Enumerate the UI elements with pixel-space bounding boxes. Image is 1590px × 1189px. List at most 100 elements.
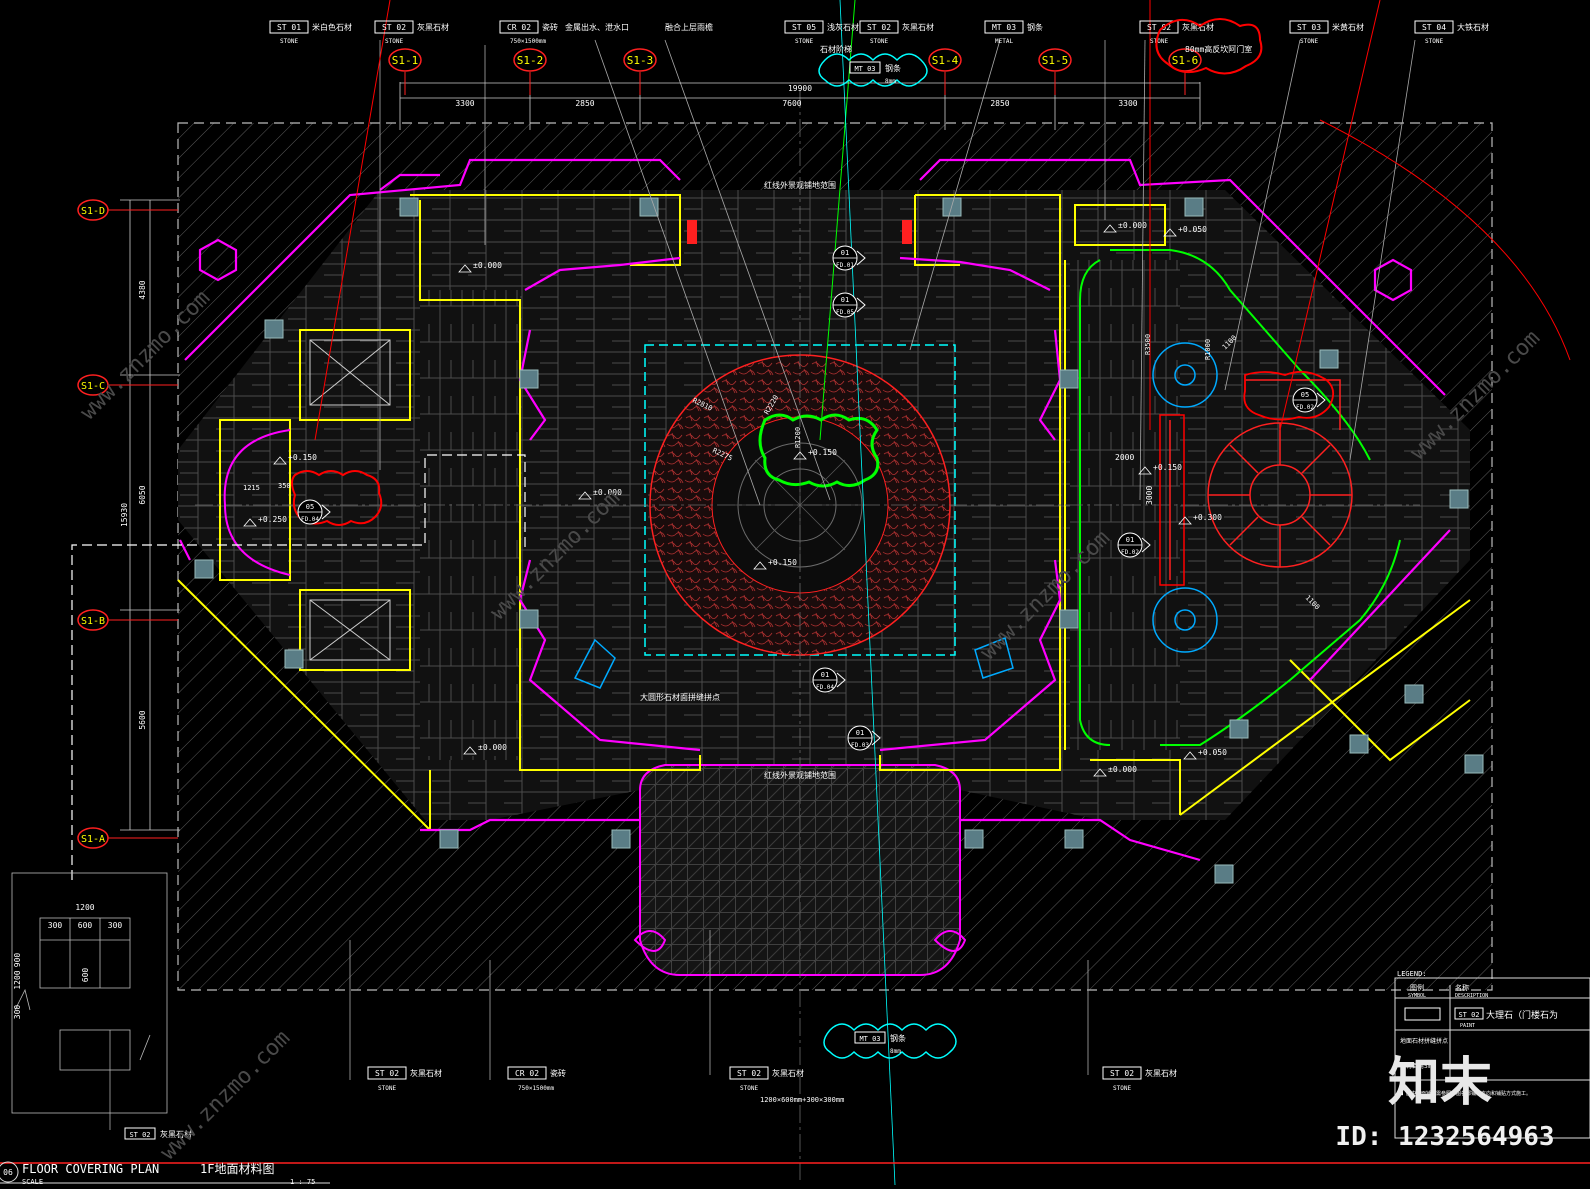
inset-dimension: 900	[13, 953, 22, 968]
level-marker	[1093, 768, 1107, 777]
grid-row-label-s1-d: S1-D	[81, 206, 105, 217]
title-en: FLOOR COVERING PLAN	[22, 1162, 159, 1176]
red-markers	[687, 220, 912, 244]
level-marker	[1183, 751, 1197, 760]
stair-cloud	[1243, 370, 1335, 421]
label-dim-1215: 1215	[243, 484, 260, 492]
level-marker	[1138, 466, 1152, 475]
furniture-outlines	[573, 636, 1014, 689]
grid-row-bubble	[77, 827, 109, 849]
left-dimension	[120, 199, 180, 831]
title-scale-label: SCALE	[22, 1178, 43, 1185]
bottom-callout-sub: STONE	[740, 1085, 758, 1092]
callout-text: 灰黑石材	[417, 22, 449, 32]
level-value: ±0.000	[478, 743, 507, 752]
level-marker	[273, 456, 287, 465]
bottom-callout-code: ST 02	[1110, 1069, 1134, 1078]
callout-code-box	[784, 20, 824, 34]
grid-row-bubble	[77, 374, 109, 396]
top-note-cloud	[818, 53, 928, 87]
label-red-line-bottom: 红线外景观铺地范围	[764, 770, 836, 780]
title-index-circle	[0, 1161, 19, 1183]
level-marker	[1178, 516, 1192, 525]
inset-dimension: 300	[48, 921, 63, 930]
legend-title: LEGEND:	[1397, 970, 1427, 978]
elevator-lower	[309, 599, 391, 661]
callout-sub: STONE	[795, 38, 813, 45]
inset-dimension: 300	[13, 1005, 22, 1020]
bottom-callout-code: CR 02	[515, 1069, 539, 1078]
callout-sub: STONE	[1300, 38, 1318, 45]
label-r-stair: R1000	[1204, 339, 1212, 360]
callout-text: 灰黑石材	[902, 22, 934, 32]
exterior-walls	[179, 158, 1451, 862]
top-right-note: 80mm高反坎阿门室	[1185, 44, 1252, 54]
left-cloud	[291, 470, 383, 526]
grid-col-bubble	[388, 48, 422, 72]
section-mark-ref: FD.05	[836, 309, 854, 316]
title-index: 06	[3, 1168, 13, 1177]
left-round-room	[223, 429, 291, 576]
label-dim-350: 350	[278, 482, 291, 490]
callout-code-box	[984, 20, 1024, 34]
section-mark-arrow	[871, 730, 881, 746]
callout-sub: STONE	[385, 38, 403, 45]
grid-row-label-s1-c: S1-C	[81, 381, 105, 392]
red-leader-2	[1279, 0, 1381, 431]
bottom-note-code-box	[854, 1031, 886, 1044]
section-mark-ref: FD.02	[1121, 549, 1139, 556]
bottom-callout-code-box	[507, 1066, 547, 1080]
bottom-callout-sub: STONE	[1113, 1085, 1131, 1092]
callout-text: 瓷砖	[542, 22, 558, 32]
section-mark-number: 01	[841, 296, 849, 304]
section-mark-ref: FD.04	[301, 516, 319, 523]
legend-col2: 名称	[1455, 983, 1469, 992]
label-radius-4: R1200	[794, 427, 802, 448]
legend-col2-sub: DESCRIPTION	[1455, 993, 1488, 999]
top-note-sub: 8mm	[885, 78, 896, 85]
title-cn: 1F地面材料图	[200, 1162, 274, 1176]
level-value: +0.150	[1153, 463, 1182, 472]
callout-sub: METAL	[995, 38, 1013, 45]
green-leader	[819, 0, 856, 441]
inset-dimension: 1200	[75, 903, 94, 912]
callout-code: ST 02	[867, 23, 891, 32]
spiral-stair	[1169, 379, 1353, 580]
round-column-lower	[1152, 587, 1218, 653]
level-marker	[753, 561, 767, 570]
callout-text: 融合上层雨檐	[665, 22, 713, 32]
grid-col-label-s1-5: S1-5	[1042, 54, 1069, 67]
level-value: ±0.000	[1108, 765, 1137, 774]
bottom-callout-sub: 750×1500mm	[518, 1085, 555, 1092]
label-dim-2000: 2000	[1115, 453, 1134, 462]
legend-row-code: ST 02	[1458, 1011, 1479, 1019]
callout-code: ST 02	[1147, 23, 1171, 32]
legend-row-text: 大理石（门楼石为	[1486, 1009, 1558, 1021]
callout-code: ST 02	[382, 23, 406, 32]
bottom-callout-text: 灰黑石材	[410, 1068, 442, 1078]
callout-code: ST 01	[277, 23, 301, 32]
top-dimension-value: 3300	[1118, 99, 1137, 108]
legend-row-sub: PAINT	[1460, 1023, 1475, 1029]
section-mark-ref: FD.04	[816, 684, 834, 691]
level-value: +0.250	[258, 515, 287, 524]
legend-note-1: 地面石材拼缝拼点	[1400, 1037, 1448, 1045]
watermark-logo: 知末	[1388, 1053, 1492, 1113]
inset-dimension: 600	[78, 921, 93, 930]
entrance-drain-left	[633, 930, 667, 952]
grid-row-bubble	[77, 609, 109, 631]
top-note-code-box	[849, 61, 881, 74]
top-note-text: 钢条	[885, 63, 901, 73]
top-right-cloud	[1155, 18, 1263, 75]
grid-row-bubble	[77, 199, 109, 221]
inset-dimension: 300	[108, 921, 123, 930]
bottom-callout-code: ST 02	[737, 1069, 761, 1078]
bottom-callout-sub: STONE	[378, 1085, 396, 1092]
level-value: +0.150	[768, 558, 797, 567]
grid-col-bubble	[1038, 48, 1072, 72]
inset-callout-code: ST 02	[129, 1131, 150, 1139]
bottom-note-code: MT 03	[859, 1035, 880, 1043]
stair-red-frame	[1159, 414, 1185, 586]
cyan-leader	[839, 0, 896, 1186]
